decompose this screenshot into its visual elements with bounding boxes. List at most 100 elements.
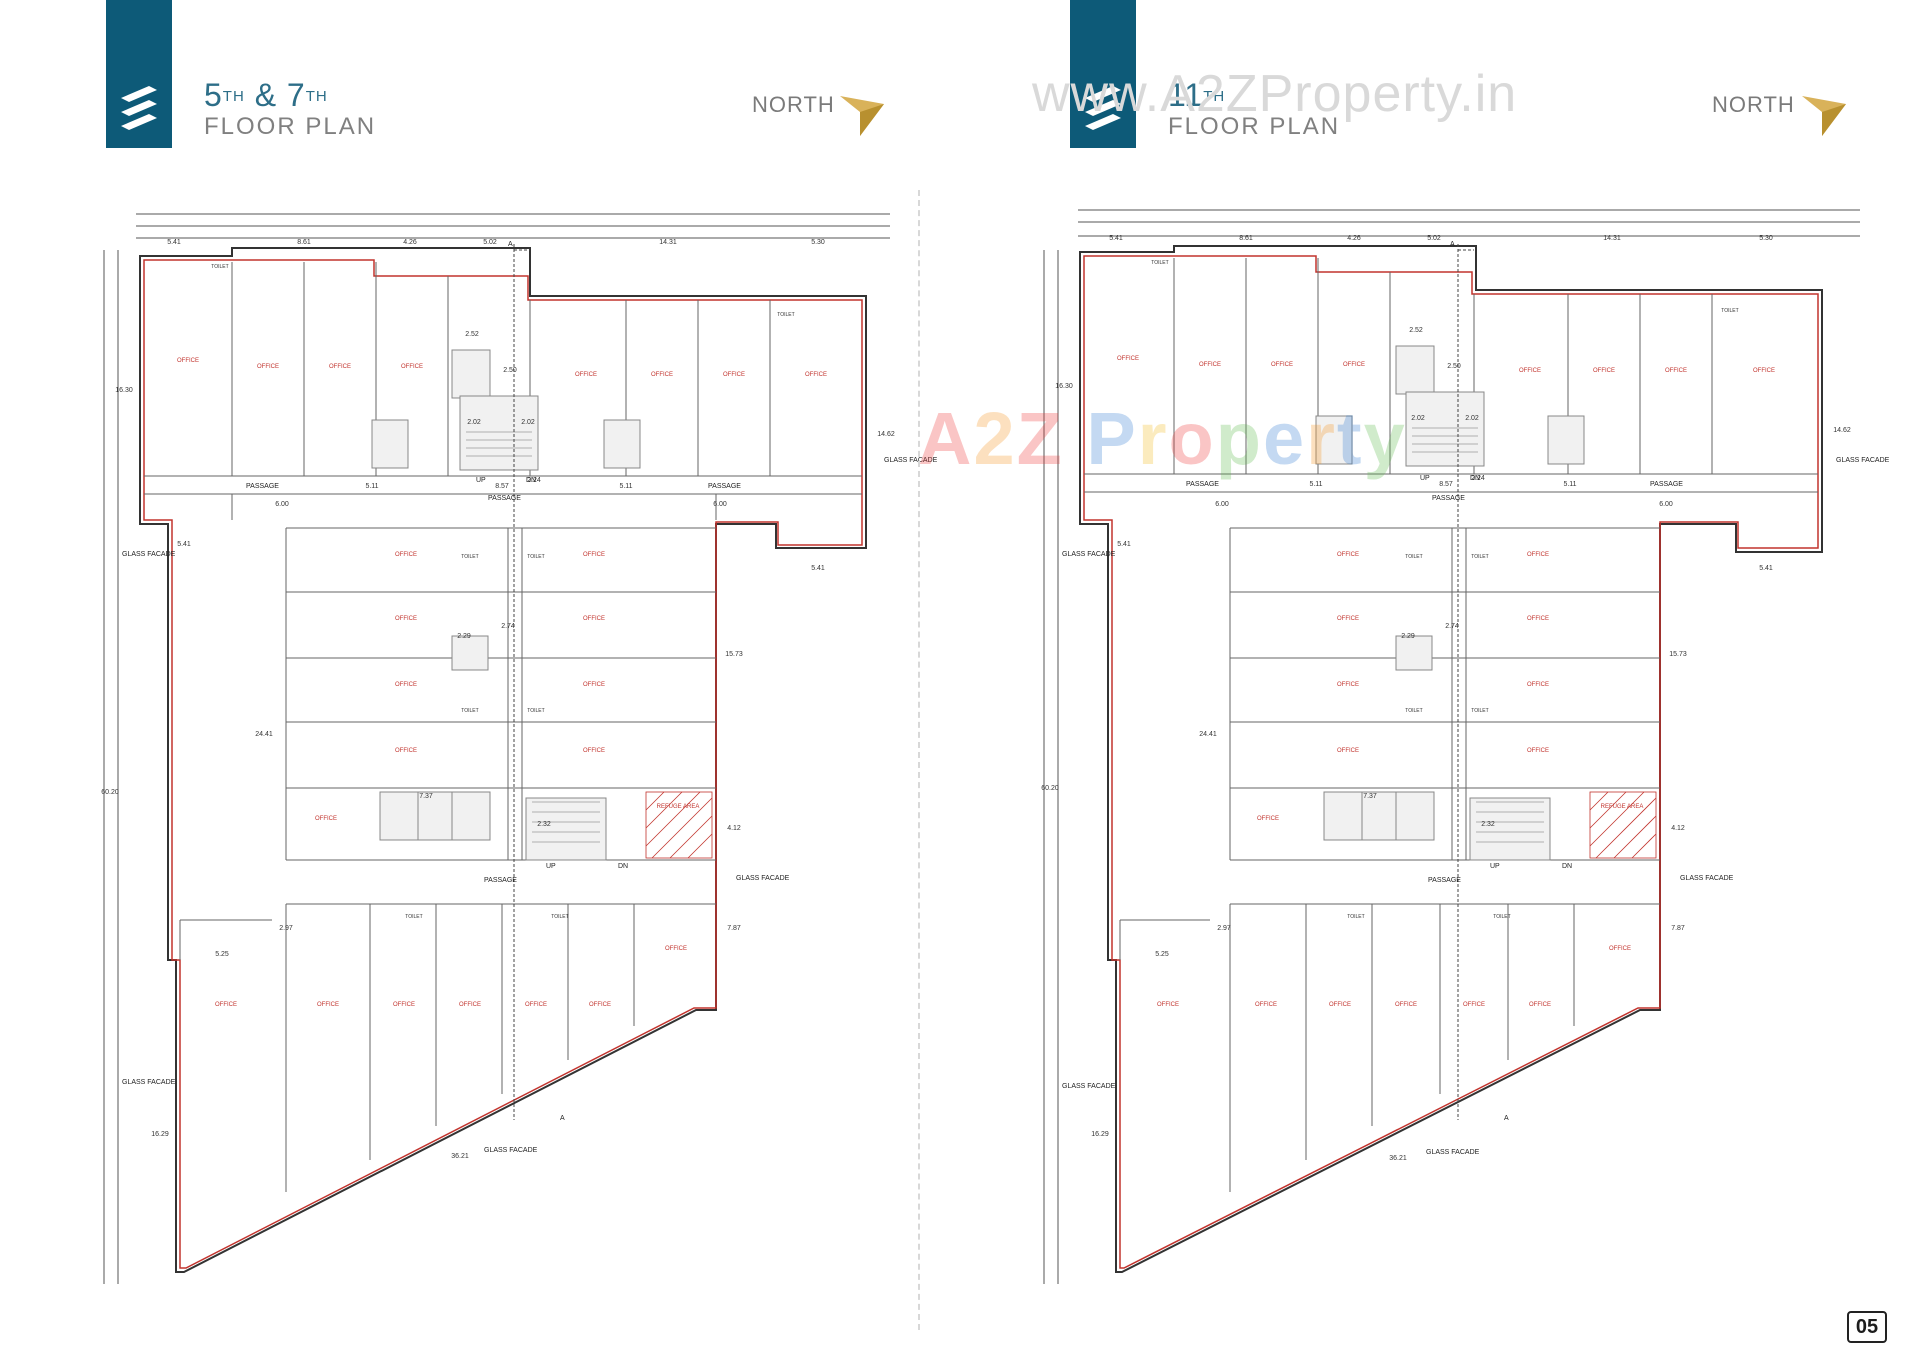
up-label-2: UP: [1490, 863, 1500, 870]
dim-mid-18: 2.97: [1217, 925, 1231, 932]
dim-mid-2: 2.50: [1447, 363, 1461, 370]
office-label: OFFICE: [1117, 356, 1139, 362]
north-label: NORTH: [1712, 92, 1795, 117]
dim-mid-7: 5.11: [619, 483, 632, 490]
dim-mid-14: 2.32: [1481, 821, 1495, 828]
dim-top-1: 5.41: [1109, 235, 1123, 242]
office-label: OFFICE: [651, 372, 673, 378]
dim-mid-8: 6.00: [1215, 501, 1229, 508]
dim-mid-15: 4.12: [727, 825, 741, 832]
dim-mid-2: 2.50: [503, 367, 517, 374]
glass-facade-label-2: GLASS FACADE: [884, 457, 938, 464]
dim-mid-15: 4.12: [1671, 825, 1685, 832]
office-label: OFFICE: [395, 616, 417, 622]
office-label: OFFICE: [401, 364, 423, 370]
dim-side-1: 16.30: [115, 387, 133, 394]
dim-top-6: 5.30: [1759, 235, 1773, 242]
dim-mid-5: 5.11: [365, 483, 378, 490]
dim-side-7: 36.21: [1389, 1155, 1407, 1162]
office-label: OFFICE: [1337, 748, 1359, 754]
brand-logo-block: [1070, 0, 1136, 148]
dim-side-2: 14.62: [877, 431, 895, 438]
office-label: OFFICE: [665, 946, 687, 952]
floor-plan-label: FLOOR PLAN: [204, 113, 377, 140]
toilet-label: TOILET: [1471, 708, 1488, 714]
office-label: OFFICE: [1609, 946, 1631, 952]
passage-label-3: PASSAGE: [708, 483, 741, 490]
toilet-label: TOILET: [1405, 554, 1422, 560]
dim-top-4: 5.02: [483, 239, 497, 246]
office-label: OFFICE: [583, 616, 605, 622]
dim-mid-17: 5.25: [215, 951, 229, 958]
refuge-area-label: REFUGE AREA: [1601, 804, 1644, 810]
office-label: OFFICE: [1337, 682, 1359, 688]
passage-label-1: PASSAGE: [1186, 481, 1219, 488]
brand-logo-block: [106, 0, 172, 148]
office-label: OFFICE: [395, 552, 417, 558]
office-label: OFFICE: [1199, 362, 1221, 368]
office-label: OFFICE: [583, 552, 605, 558]
dim-mid-8: 6.00: [275, 501, 289, 508]
passage-label-2: PASSAGE: [1432, 495, 1465, 502]
dim-side-7: 36.21: [451, 1153, 469, 1160]
office-label: OFFICE: [583, 682, 605, 688]
office-label: OFFICE: [1329, 1002, 1351, 1008]
toilet-label: TOILET: [1405, 708, 1422, 714]
office-label: OFFICE: [1395, 1002, 1417, 1008]
north-arrow-icon: [1802, 96, 1846, 136]
dim-top-5: 14.31: [1603, 235, 1621, 242]
dim-mid-4: 2.02: [1465, 415, 1479, 422]
toilet-label: TOILET: [405, 914, 422, 920]
dim-side-3: 24.41: [1199, 731, 1217, 738]
dim-mid-6: 8.57: [495, 483, 509, 490]
dim-mid-19: 5.41: [1117, 541, 1131, 548]
office-label: OFFICE: [1157, 1002, 1179, 1008]
dim-mid-10: 2.74: [501, 623, 515, 630]
dim-mid-1: 2.52: [465, 331, 479, 338]
dim-top-6: 5.30: [811, 239, 825, 246]
office-label: OFFICE: [177, 358, 199, 364]
toilet-label: TOILET: [1721, 308, 1738, 314]
office-label: OFFICE: [1257, 816, 1279, 822]
office-label: OFFICE: [215, 1002, 237, 1008]
dim-side-2: 14.62: [1833, 427, 1851, 434]
office-label: OFFICE: [257, 364, 279, 370]
dim-top-3: 4.26: [1347, 235, 1361, 242]
toilet-label: TOILET: [527, 708, 544, 714]
toilet-label: TOILET: [1493, 914, 1510, 920]
office-label: OFFICE: [1519, 368, 1541, 374]
dn-label-2: DN: [1562, 863, 1572, 870]
passage-label-1: PASSAGE: [246, 483, 279, 490]
toilet-label: TOILET: [777, 312, 794, 318]
dim-mid-11: 2.29: [457, 633, 471, 640]
dim-mid-19: 5.41: [177, 541, 191, 548]
office-label: OFFICE: [1527, 748, 1549, 754]
glass-facade-label-4: GLASS FACADE: [122, 1079, 176, 1086]
dim-mid-11: 2.29: [1401, 633, 1415, 640]
glass-facade-label-5: GLASS FACADE: [1426, 1149, 1480, 1156]
up-label-1: UP: [1420, 475, 1430, 482]
dim-mid-6: 8.57: [1439, 481, 1453, 488]
office-label: OFFICE: [1753, 368, 1775, 374]
office-label: OFFICE: [1271, 362, 1293, 368]
dim-mid-12: 2.24: [527, 477, 541, 484]
office-label: OFFICE: [395, 682, 417, 688]
office-label: OFFICE: [1337, 616, 1359, 622]
panel-divider: [918, 190, 920, 1330]
toilet-label: TOILET: [1471, 554, 1488, 560]
dim-mid-9: 6.00: [1659, 501, 1673, 508]
office-label: OFFICE: [1463, 1002, 1485, 1008]
dim-side-4: 60.20: [101, 789, 119, 796]
up-label-2: UP: [546, 863, 556, 870]
office-label: OFFICE: [1665, 368, 1687, 374]
office-label: OFFICE: [315, 816, 337, 822]
dim-mid-12: 2.24: [1471, 475, 1485, 482]
dim-mid-17: 5.25: [1155, 951, 1169, 958]
dn-label-1: DN: [526, 477, 536, 484]
dim-mid-5: 5.11: [1309, 481, 1322, 488]
office-label: OFFICE: [583, 748, 605, 754]
dim-mid-18: 2.97: [279, 925, 293, 932]
floor-plan-panel-5th-7th: 5TH & 7TH FLOOR PLAN NORTH: [101, 0, 938, 1284]
refuge-area-label: REFUGE AREA: [657, 804, 700, 810]
dim-side-6: 16.29: [151, 1131, 169, 1138]
